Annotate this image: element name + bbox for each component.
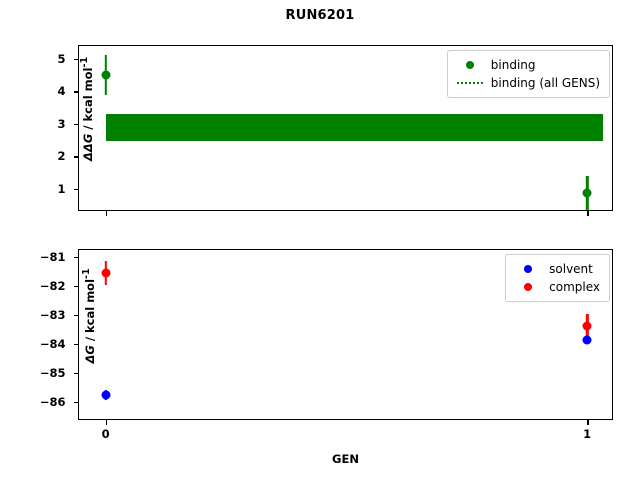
bottom-ytick-m84: −84 xyxy=(40,337,79,351)
bottom-panel-legend[interactable]: solvent complex xyxy=(505,254,610,302)
bottom-yticklabel-m86: −86 xyxy=(39,394,66,409)
bottom-yticklabel-m81: −81 xyxy=(39,249,66,264)
dotted-line-icon xyxy=(455,82,485,84)
bottom-ytick-m86: −86 xyxy=(40,395,79,409)
legend-item-complex[interactable]: complex xyxy=(513,278,600,296)
figure-title: RUN6201 xyxy=(285,8,355,23)
top-plot-area xyxy=(79,46,612,210)
complex-marker-gen0[interactable] xyxy=(101,268,111,278)
bottom-panel-axes: ΔG / kcal mol-1 −86 −85 −84 −83 −82 −81 … xyxy=(40,249,613,441)
legend-label-complex: complex xyxy=(549,280,600,294)
top-yticklabel-1: 1 xyxy=(57,181,66,196)
solvent-marker-icon xyxy=(513,264,543,274)
top-ytick-4: 4 xyxy=(57,84,79,98)
bottom-ytick-m82: −82 xyxy=(40,279,79,293)
solvent-marker-gen1[interactable] xyxy=(582,335,592,345)
bottom-ytick-m85: −85 xyxy=(40,366,79,380)
binding-all-gens-band xyxy=(105,114,603,142)
top-xtick-0 xyxy=(105,210,108,216)
top-yticklabel-5: 5 xyxy=(57,51,66,66)
bottom-yticklabel-m84: −84 xyxy=(39,336,66,351)
complex-marker-icon xyxy=(513,282,543,292)
top-ytick-5: 5 xyxy=(57,52,79,66)
legend-item-solvent[interactable]: solvent xyxy=(513,260,600,278)
top-yticklabel-2: 2 xyxy=(57,149,66,164)
bottom-ytick-m81: −81 xyxy=(40,250,79,264)
legend-item-binding[interactable]: binding xyxy=(455,56,600,74)
binding-marker-gen0[interactable] xyxy=(101,70,111,80)
complex-marker-gen1[interactable] xyxy=(582,321,592,331)
top-panel-axes: ΔΔG / kcal mol-1 1 2 3 4 5 xyxy=(57,45,613,216)
top-yticklabel-4: 4 xyxy=(57,84,66,99)
top-ytick-3: 3 xyxy=(57,117,79,131)
solvent-marker-gen0[interactable] xyxy=(101,390,111,400)
xaxis-label: GEN xyxy=(332,452,359,466)
top-ytick-1: 1 xyxy=(57,182,79,196)
bottom-xtick-1 xyxy=(587,419,589,425)
legend-label-solvent: solvent xyxy=(549,262,593,276)
bottom-ytick-m83: −83 xyxy=(40,308,79,322)
bottom-yticklabel-m82: −82 xyxy=(39,278,66,293)
binding-marker-gen1[interactable] xyxy=(582,188,592,198)
top-ytick-2: 2 xyxy=(57,149,79,163)
legend-label-binding-all-gens: binding (all GENS) xyxy=(490,76,600,90)
bottom-xtick-0 xyxy=(105,419,108,425)
bottom-yticklabel-m83: −83 xyxy=(39,307,66,322)
binding-marker-icon xyxy=(455,60,485,70)
bottom-plot-area xyxy=(79,250,612,419)
legend-item-binding-all-gens[interactable]: binding (all GENS) xyxy=(455,74,600,92)
bottom-yticklabel-m85: −85 xyxy=(39,365,66,380)
top-yticklabel-3: 3 xyxy=(57,116,66,131)
top-xtick-1 xyxy=(587,210,589,216)
xticklabel-1: 1 xyxy=(583,427,592,441)
legend-label-binding: binding xyxy=(490,58,536,72)
top-panel-legend[interactable]: binding binding (all GENS) xyxy=(446,50,610,98)
xticklabel-0: 0 xyxy=(101,427,110,441)
